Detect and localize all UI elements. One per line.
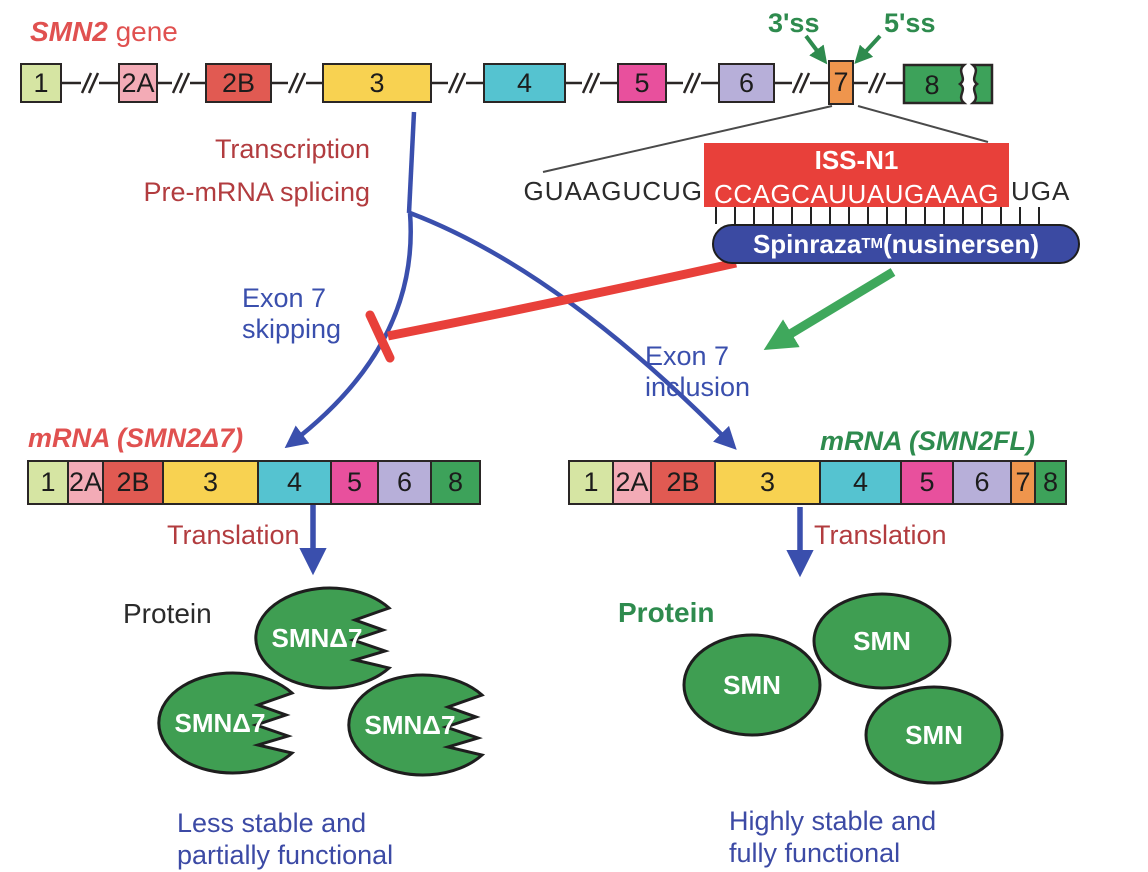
smn-oval: [682, 633, 822, 737]
inhibition-arrow: [365, 258, 737, 363]
transcription-stem-line: [406, 111, 417, 214]
smn-full-protein-ovals: [682, 592, 1004, 785]
mrna-d7-exon-1: 1: [29, 462, 67, 503]
gene-exon-2B: 2B: [205, 63, 272, 103]
translation-label-left: Translation: [167, 520, 300, 550]
smn-label: SMN: [853, 626, 911, 656]
smn-oval: [812, 592, 952, 690]
smn-delta7-label: SMNΔ7: [365, 710, 456, 740]
mrna-fl-exon-5: 5: [900, 462, 952, 503]
gene-name: SMN2: [30, 16, 108, 47]
exon7-skipping-label: Exon 7 skipping: [242, 283, 342, 345]
smn-delta7-protein-blobs: [157, 586, 486, 777]
mrna-fl-bar: 1 2A 2B 3 4 5 6 7 8: [568, 460, 1067, 505]
splice-site-5ss-arrow: [854, 34, 882, 64]
mrna-d7-exon-6: 6: [377, 462, 430, 503]
gene-title: SMN2 gene: [30, 16, 178, 48]
pre-mrna-splicing-label: Pre-mRNA splicing: [143, 177, 370, 208]
protein-label-right: Protein: [618, 597, 715, 628]
gene-exon-7: 7: [828, 60, 854, 105]
outcome-caption-right: Highly stable and fully functional: [729, 806, 937, 868]
mrna-d7-title: mRNA (SMN2Δ7): [28, 423, 244, 453]
mrna-d7-exon-5: 5: [330, 462, 377, 503]
smn-delta7-blob: [347, 673, 486, 777]
smn-delta7-blob: [157, 671, 296, 775]
transcription-label: Transcription: [214, 134, 370, 164]
smn-delta7-blob: [254, 586, 393, 690]
gene-name-suffix: gene: [107, 16, 178, 47]
protein-label-left: Protein: [123, 598, 212, 629]
gene-exon-3: 3: [322, 63, 432, 103]
gene-exon-5: 5: [617, 63, 667, 103]
iss-n1-sequence: CCAGCAUUAUGAAAG: [714, 179, 999, 209]
intron-break-slashes: [80, 72, 887, 94]
mrna-d7-exon-2B: 2B: [102, 462, 162, 503]
splice-site-3ss-label: 3'ss: [768, 8, 820, 38]
mrna-d7-exon-4: 4: [257, 462, 330, 503]
mrna-d7-bar: 1 2A 2B 3 4 5 6 8: [27, 460, 481, 505]
mrna-fl-exon-4: 4: [819, 462, 900, 503]
smn-delta7-label: SMNΔ7: [272, 623, 363, 653]
drug-name: Spinraza: [752, 228, 862, 259]
smn-label: SMN: [905, 720, 963, 750]
base-pairing-ticks: [715, 207, 1040, 224]
inclusion-promotion-arrow: [763, 268, 896, 351]
mrna-d7-exon-2A: 2A: [67, 462, 102, 503]
smn-oval: [864, 685, 1004, 785]
mrna-fl-exon-3: 3: [714, 462, 819, 503]
mrna-fl-exon-2B: 2B: [650, 462, 714, 503]
drug-suffix: (nusinersen): [883, 228, 1040, 259]
iss-n1-label: ISS-N1: [814, 145, 899, 175]
process-labels: Transcription Pre-mRNA splicing: [140, 134, 370, 208]
sequence-downstream: UGA: [1011, 176, 1071, 206]
splice-site-5ss-label: 5'ss: [884, 8, 936, 38]
exon7-inclusion-label: Exon 7 inclusion: [645, 341, 751, 403]
zoom-callout-lines: [542, 105, 989, 173]
gene-exon-8: 8: [902, 63, 994, 105]
gene-exon-8-label: 8: [924, 70, 939, 100]
gene-exon-2A: 2A: [118, 63, 158, 103]
splice-site-3ss-arrow: [804, 34, 828, 65]
mrna-d7-exon-3: 3: [162, 462, 257, 503]
mrna-fl-exon-6: 6: [952, 462, 1010, 503]
mrna-fl-title: mRNA (SMN2FL): [820, 426, 1035, 456]
translation-label-right: Translation: [814, 520, 947, 550]
gene-exon-4: 4: [483, 63, 566, 103]
mrna-fl-exon-8: 8: [1034, 462, 1065, 503]
smn-label: SMN: [723, 670, 781, 700]
mrna-fl-exon-1: 1: [570, 462, 612, 503]
gene-exon-6: 6: [718, 63, 775, 103]
gene-exon-1: 1: [20, 63, 62, 103]
mrna-fl-exon-7: 7: [1010, 462, 1034, 503]
outcome-caption-left: Less stable and partially functional: [177, 808, 394, 870]
mrna-fl-exon-2A: 2A: [612, 462, 650, 503]
smn-delta7-label: SMNΔ7: [175, 708, 266, 738]
protein-blob-labels: SMNΔ7 SMNΔ7 SMNΔ7 SMN SMN SMN: [175, 623, 963, 750]
sequence-upstream: GUAAGUCUG: [523, 176, 703, 206]
exon7-inclusion-arrow: [409, 210, 737, 450]
mrna-d7-exon-8: 8: [430, 462, 479, 503]
iss-n1-box: ISS-N1 CCAGCAUUAUGAAAG: [704, 143, 1009, 209]
